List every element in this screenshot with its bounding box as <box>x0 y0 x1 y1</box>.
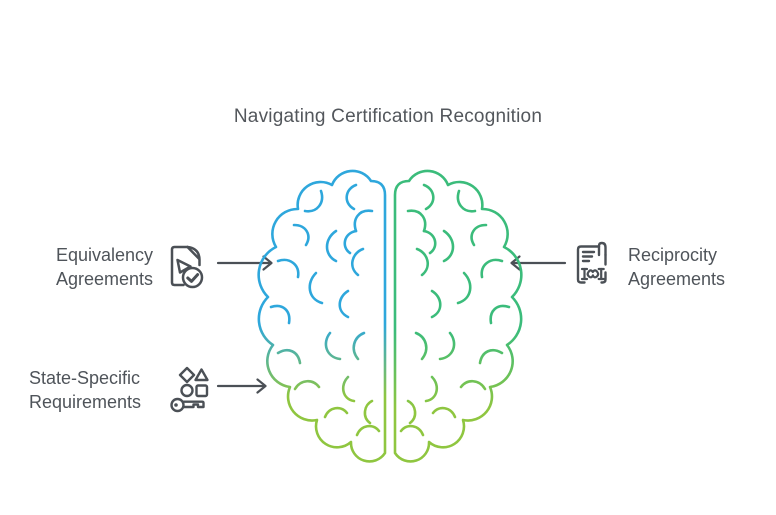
label-equivalency-agreements: Equivalency Agreements <box>0 243 153 291</box>
label-reciprocity-agreements: Reciprocity Agreements <box>628 243 776 291</box>
document-check-icon <box>170 245 204 289</box>
label-line: Reciprocity <box>628 245 718 265</box>
brain-illustration <box>257 169 523 463</box>
brain-left-hemisphere <box>257 169 387 463</box>
label-line: Requirements <box>29 392 142 412</box>
label-state-specific-requirements: State-Specific Requirements <box>29 366 179 414</box>
arrow-right-icon <box>216 378 267 394</box>
contract-handshake-icon <box>576 241 607 284</box>
key-shapes-icon <box>170 366 209 413</box>
page-title: Navigating Certification Recognition <box>233 106 543 127</box>
label-line: State-Specific <box>29 368 141 388</box>
brain-right-hemisphere <box>393 169 523 463</box>
label-line: Agreements <box>55 269 153 289</box>
label-line: Equivalency <box>55 245 153 265</box>
label-line: Agreements <box>628 269 726 289</box>
